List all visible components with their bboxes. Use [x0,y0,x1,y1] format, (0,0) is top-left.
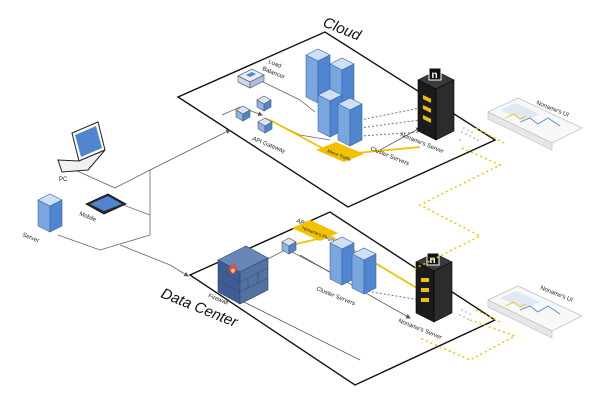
ui-dotted-links [411,127,517,361]
svg-text:n: n [432,70,438,81]
server-tower-icon [305,48,331,104]
gateway-cube-icon [257,117,273,134]
server-tower-icon [329,236,355,286]
cloud-cluster-servers [305,48,363,147]
svg-text:n: n [430,255,436,266]
load-balancer-icon [237,68,265,89]
bottom-ui-panel [487,285,583,339]
client-server-icon [37,193,63,233]
dc-noname-server-icon: n [415,252,453,323]
cloud-dotted-area [459,127,479,141]
server-tower-icon [351,247,377,295]
firewall-icon [217,245,269,305]
dc-dotted-area [459,309,471,320]
cloud-noname-server-icon: n [417,67,455,141]
gateway-cube-icon [256,95,272,112]
dc-api-gateway-icon [281,237,297,255]
top-ui-panel [487,97,583,151]
cloud-api-gateway-icons [235,95,273,134]
gateway-cube-icon [235,105,251,122]
load-balancer-label-line1: Load [267,59,282,70]
dc-cluster-servers [329,236,377,295]
pc-laptop-icon [57,121,106,173]
server-label: Server [21,232,40,244]
mobile-label: Mobile [78,211,97,223]
server-tower-icon [337,97,363,147]
pc-label: PC [59,177,68,183]
client-connections [57,129,231,277]
mobile-phone-icon [85,193,127,215]
